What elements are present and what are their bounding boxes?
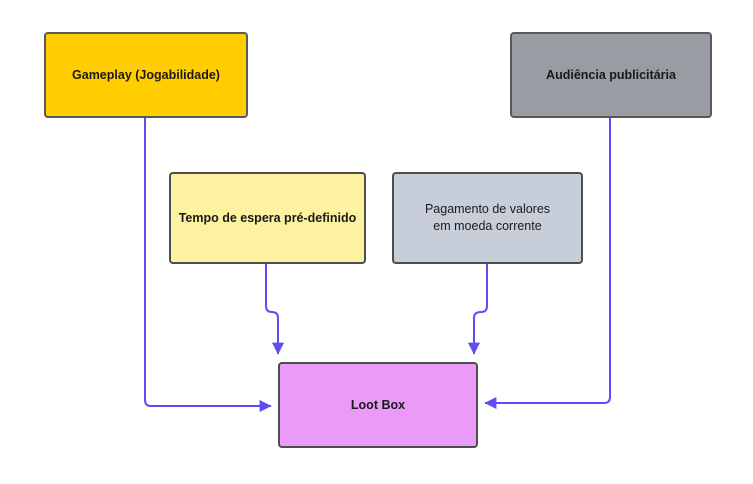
edge-pagamento-to-lootbox — [468, 264, 488, 355]
edge-audiencia-to-lootbox — [484, 118, 611, 409]
edge-gameplay-to-lootbox — [144, 118, 272, 412]
node-audiencia[interactable]: Audiência publicitária — [510, 32, 712, 118]
node-audiencia-label: Audiência publicitária — [546, 67, 676, 82]
node-pagamento[interactable]: Pagamento de valores em moeda corrente — [392, 172, 583, 264]
edge-tempo-to-lootbox — [265, 264, 284, 355]
node-tempo-de-espera[interactable]: Tempo de espera pré-definido — [169, 172, 366, 264]
node-gameplay[interactable]: Gameplay (Jogabilidade) — [44, 32, 248, 118]
node-loot-box-label: Loot Box — [350, 397, 406, 412]
node-loot-box[interactable]: Loot Box — [278, 362, 478, 448]
node-tempo-de-espera-label: Tempo de espera pré-definido — [178, 210, 357, 225]
node-gameplay-label: Gameplay (Jogabilidade) — [72, 67, 220, 82]
node-pagamento-label: Pagamento de valores em moeda corrente — [424, 202, 551, 233]
